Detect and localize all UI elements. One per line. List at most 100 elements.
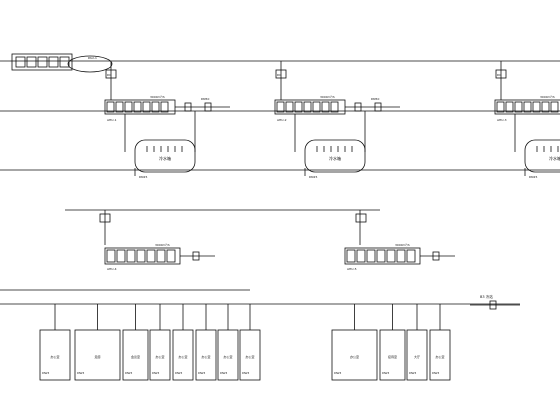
zone-size-label: DN25 [409, 371, 417, 375]
zone-room-label: 办公室 [50, 354, 59, 359]
ahu-section [366, 249, 376, 263]
tank-label: 冷水箱 [549, 155, 560, 161]
ahu-section [136, 249, 146, 263]
valve-symbol [184, 102, 192, 112]
valve-symbol [354, 102, 362, 112]
drain-size-label: DN25 [139, 175, 147, 179]
header-unit-cell [37, 56, 48, 68]
ahu-section [276, 101, 285, 113]
tank-label: 冷水箱 [159, 155, 171, 161]
ahu-section [126, 249, 136, 263]
ahu-section [396, 249, 406, 263]
ahu-section [115, 101, 124, 113]
ahu-section [505, 101, 514, 113]
zone-size-label: DN25 [432, 371, 440, 375]
valve-symbol [489, 300, 497, 310]
controller-label: DC [497, 73, 501, 77]
ahu-tag-label: AHU-3 [497, 118, 507, 122]
ahu-section [406, 249, 416, 263]
zone-size-label: DN25 [175, 371, 183, 375]
ahu-section [294, 101, 303, 113]
zone-size-label: DN25 [77, 371, 85, 375]
ahu-tag-label: AHU-1 [107, 118, 117, 122]
header-unit-cell [59, 56, 70, 68]
zone-room-label: 办公室 [201, 354, 210, 359]
ahu-section [146, 249, 156, 263]
zone-size-label: DN25 [220, 371, 228, 375]
valve-size-label: DN50 [371, 97, 379, 101]
unit-controller-box [105, 69, 117, 79]
zone-room-label: 办公室 [435, 354, 444, 359]
ahu-section [106, 249, 116, 263]
ahu-section [142, 101, 151, 113]
zone-size-label: DN25 [152, 371, 160, 375]
ahu-section [133, 101, 142, 113]
header-unit-cell [48, 56, 59, 68]
ahu-section [541, 101, 550, 113]
ahu-section [346, 249, 356, 263]
header-unit-cell [15, 56, 26, 68]
zone-size-label: DN25 [42, 371, 50, 375]
zone-room-label: 接待室 [388, 354, 397, 359]
ahu-capacity-label: 3000m³/h [540, 95, 555, 99]
zone-room-label: 会议室 [131, 354, 140, 359]
zone-size-label: DN25 [382, 371, 390, 375]
ahu-section [523, 101, 532, 113]
ahu-section [160, 101, 169, 113]
unit-controller-box [355, 213, 367, 223]
ahu-section [330, 101, 339, 113]
header-unit-note: PAU-1 [88, 56, 97, 60]
ahu-section [312, 101, 321, 113]
ahu-section [285, 101, 294, 113]
zone-size-label: DN25 [198, 371, 206, 375]
zone-room-label: 走廊 [94, 354, 100, 359]
chilled-water-tank [524, 139, 560, 173]
ahu-section [532, 101, 541, 113]
zone-room-label: 办公室 [350, 354, 359, 359]
ahu-section [166, 249, 176, 263]
zone-size-label: DN25 [334, 371, 342, 375]
header-unit-duct-curve [67, 55, 113, 73]
chilled-water-tank [134, 139, 196, 173]
unit-controller-box [275, 69, 287, 79]
ahu-section [303, 101, 312, 113]
valve-symbol [204, 102, 212, 112]
chilled-water-tank [304, 139, 366, 173]
ahu-section [386, 249, 396, 263]
drain-size-label: DN25 [309, 175, 317, 179]
drain-size-label: DN25 [529, 175, 537, 179]
ahu-tag-label: AHU-4 [107, 267, 117, 271]
ahu-section [124, 101, 133, 113]
ahu-tag-label: AHU-2 [277, 118, 287, 122]
ahu-section [550, 101, 559, 113]
ahu-capacity-label: 3000m³/h [395, 243, 410, 247]
ahu-section [151, 101, 160, 113]
ahu-section [156, 249, 166, 263]
ahu-capacity-label: 3000m³/h [155, 243, 170, 247]
ahu-section [356, 249, 366, 263]
unit-controller-box [99, 213, 111, 223]
controller-label: DC [107, 73, 111, 77]
valve-symbol [374, 102, 382, 112]
ahu-section [496, 101, 505, 113]
valve-symbol [432, 251, 440, 261]
valve-symbol [192, 251, 200, 261]
ahu-capacity-label: 3000m³/h [150, 95, 165, 99]
zone-size-label: DN25 [242, 371, 250, 375]
zone-room-label: 办公室 [155, 354, 164, 359]
ahu-tag-label: AHU-5 [347, 267, 357, 271]
zone-size-label: DN25 [125, 371, 133, 375]
ahu-section [116, 249, 126, 263]
header-unit-box [11, 53, 73, 71]
valve-size-label: DN50 [201, 97, 209, 101]
zone-room-label: 办公室 [245, 354, 254, 359]
tank-label: 冷水箱 [329, 155, 341, 161]
ahu-body [494, 99, 560, 115]
ahu-section [106, 101, 115, 113]
ahu-section [321, 101, 330, 113]
ahu-capacity-label: 3000m³/h [320, 95, 335, 99]
controller-label: DC [277, 73, 281, 77]
unit-controller-box [495, 69, 507, 79]
zone-room-label: 大厅 [414, 354, 420, 359]
